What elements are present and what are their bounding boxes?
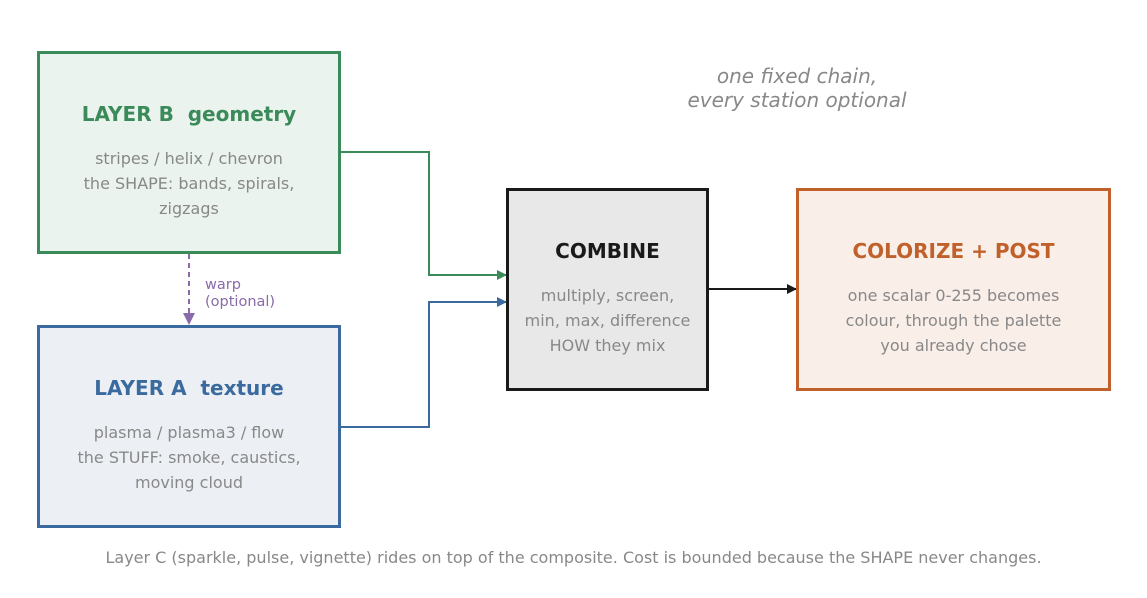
- combine-line: min, max, difference: [524, 311, 691, 330]
- warp-label: warp (optional): [205, 277, 275, 311]
- layer-a-description: plasma / plasma3 / flow the STUFF: smoke…: [40, 420, 338, 495]
- warp-label-line: (optional): [205, 294, 276, 310]
- layer-b-description: stripes / helix / chevron the SHAPE: ban…: [40, 146, 338, 221]
- layer-a-line: plasma / plasma3 / flow: [93, 423, 285, 442]
- combine-line: multiply, screen,: [540, 286, 675, 305]
- warp-label-line: warp: [205, 277, 241, 293]
- layer-b-line: zigzags: [159, 199, 219, 218]
- combine-line: HOW they mix: [549, 336, 666, 355]
- tagline-line: every station optional: [687, 88, 907, 112]
- layer-a-title: LAYER A texture: [94, 376, 284, 400]
- layer-a-box: LAYER A texture plasma / plasma3 / flow …: [37, 325, 341, 528]
- tagline-line: one fixed chain,: [716, 64, 878, 88]
- warp-arrowhead: [183, 313, 195, 325]
- layer-b-title: LAYER B geometry: [81, 102, 297, 126]
- layer-b-line: stripes / helix / chevron: [95, 149, 283, 168]
- colorize-post-box: COLORIZE + POST one scalar 0-255 becomes…: [796, 188, 1111, 391]
- colorize-post-title: COLORIZE + POST: [852, 239, 1055, 263]
- combine-box: COMBINE multiply, screen, min, max, diff…: [506, 188, 709, 391]
- colorize-post-description: one scalar 0-255 becomes colour, through…: [799, 283, 1108, 358]
- layer-b-box: LAYER B geometry stripes / helix / chevr…: [37, 51, 341, 254]
- tagline: one fixed chain, every station optional: [657, 64, 937, 112]
- geometry-to-combine-arrow: [340, 151, 507, 280]
- combine-description: multiply, screen, min, max, difference H…: [509, 283, 706, 358]
- texture-to-combine-arrow: [340, 297, 507, 428]
- layer-a-line: moving cloud: [135, 473, 243, 492]
- layer-a-line: the STUFF: smoke, caustics,: [77, 448, 301, 467]
- footer-note: Layer C (sparkle, pulse, vignette) rides…: [105, 548, 1042, 567]
- colorize-line: colour, through the palette: [845, 311, 1062, 330]
- colorize-line: one scalar 0-255 becomes: [847, 286, 1060, 305]
- combine-title: COMBINE: [555, 239, 660, 263]
- layer-b-line: the SHAPE: bands, spirals,: [83, 174, 295, 193]
- colorize-line: you already chose: [880, 336, 1027, 355]
